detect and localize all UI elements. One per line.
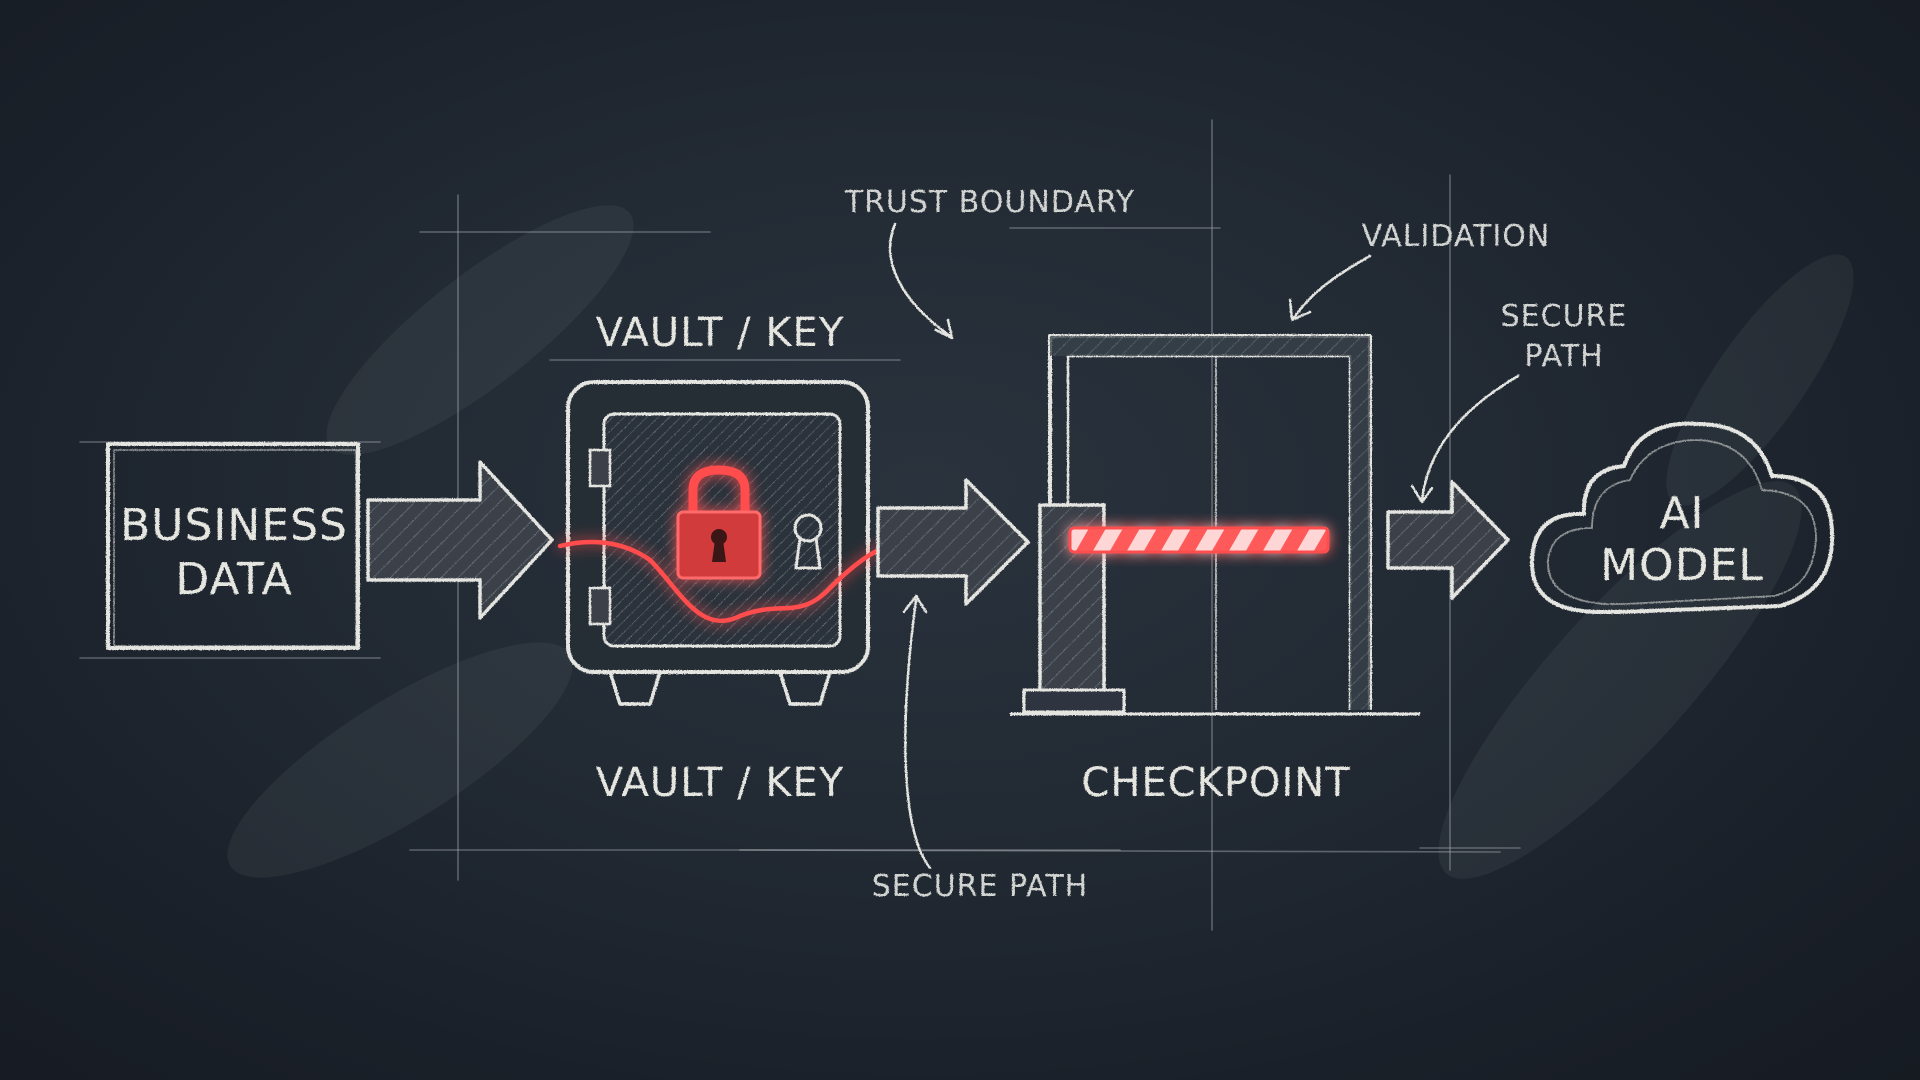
arrow-data-to-vault bbox=[366, 460, 554, 620]
secure-path-right-label-line1: SECURE bbox=[1501, 299, 1628, 334]
label-leader-arrows bbox=[888, 222, 1520, 870]
vault-label-bottom: VAULT / KEY bbox=[596, 760, 845, 806]
arrow-checkpoint-to-model bbox=[1386, 480, 1510, 600]
diagram-labels: VAULT / KEY VAULT / KEY TRUST BOUNDARY S… bbox=[596, 185, 1628, 904]
ai-model-label-line1: AI bbox=[1659, 488, 1704, 539]
checkpoint-label: CHECKPOINT bbox=[1081, 760, 1350, 806]
keyhole-icon bbox=[793, 513, 823, 570]
trust-boundary-label: TRUST BOUNDARY bbox=[844, 185, 1135, 220]
checkpoint-barrier-arm bbox=[1068, 526, 1330, 554]
vault-label-top: VAULT / KEY bbox=[596, 310, 845, 356]
checkpoint-gate bbox=[1010, 334, 1420, 716]
arrow-vault-to-checkpoint bbox=[876, 478, 1030, 606]
business-data-label-line2: DATA bbox=[175, 554, 292, 605]
lock-icon bbox=[676, 465, 762, 580]
chalk-smudges bbox=[227, 205, 1854, 879]
secure-path-bottom-label: SECURE PATH bbox=[872, 869, 1089, 904]
vault-hinge-bottom bbox=[588, 586, 612, 626]
red-data-flow-line bbox=[557, 533, 933, 624]
secure-path-right-label-line2: PATH bbox=[1524, 339, 1603, 374]
ai-model-label-line2: MODEL bbox=[1600, 540, 1764, 591]
validation-label: VALIDATION bbox=[1362, 219, 1551, 254]
ai-model-cloud: AI MODEL bbox=[1529, 421, 1835, 614]
vault-hinge-top bbox=[588, 448, 612, 488]
business-data-box: BUSINESS DATA bbox=[106, 442, 360, 650]
business-data-label-line1: BUSINESS bbox=[120, 500, 348, 551]
